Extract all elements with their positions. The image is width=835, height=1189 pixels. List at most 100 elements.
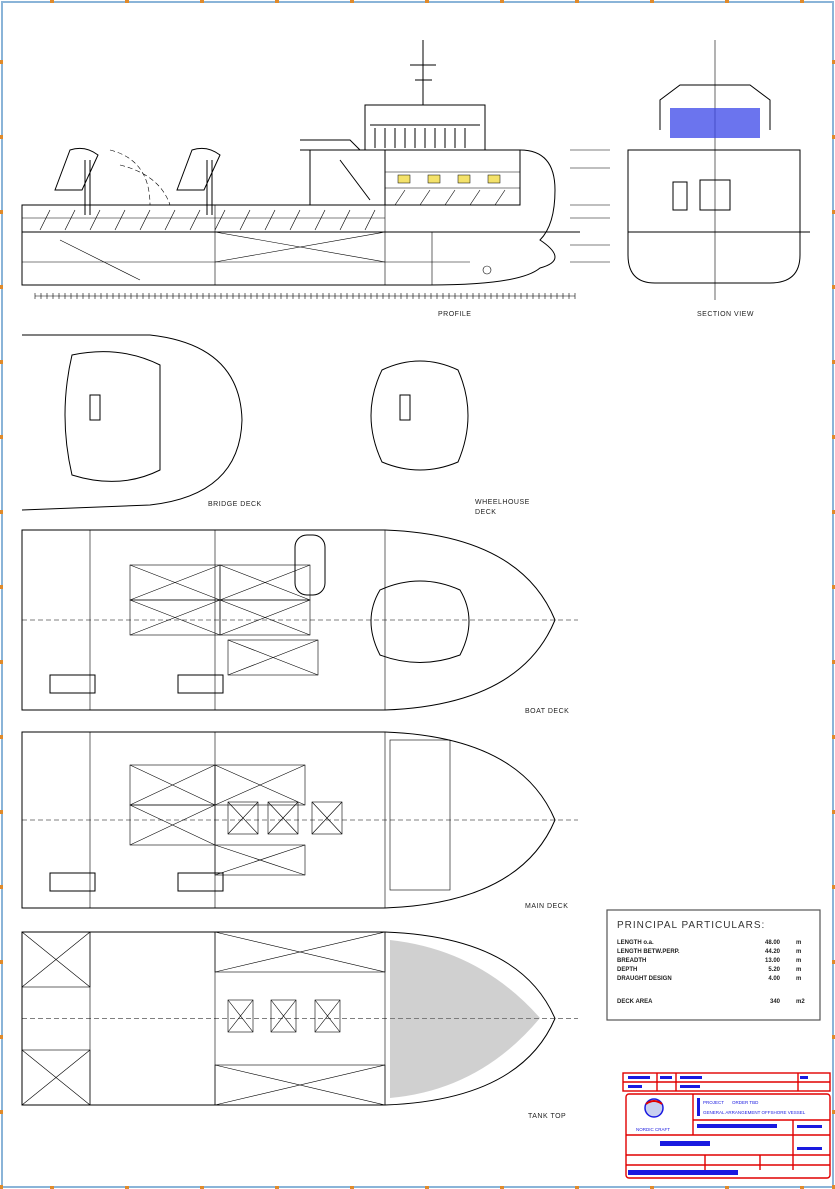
- hatch-cover: [227, 999, 254, 1033]
- company-logo: NORDIC CRAFT: [636, 1098, 670, 1132]
- hatch-cross: [214, 931, 386, 973]
- frame-hatch: [444, 189, 456, 206]
- frame-tick: [0, 585, 3, 589]
- particular-value: 13.00: [765, 958, 781, 964]
- section-view-label: SECTION VIEW: [697, 311, 754, 318]
- particular-value: 48.00: [765, 940, 781, 946]
- accommodation: [389, 739, 451, 891]
- frame-tick: [575, 0, 579, 3]
- hatch-cross: [129, 564, 221, 601]
- frame-hatch: [39, 209, 51, 231]
- project-value: ORDER TBD: [732, 1100, 759, 1105]
- frame-tick: [832, 435, 835, 439]
- frame-hatch: [239, 209, 251, 231]
- frame-tick: [0, 1185, 3, 1189]
- frame-tick: [0, 885, 3, 889]
- frame-tick: [0, 510, 3, 514]
- hatch-cross: [227, 999, 254, 1033]
- hatch-cover: [311, 801, 343, 835]
- main-deck-plan: [21, 731, 578, 909]
- frame-tick: [200, 1186, 204, 1189]
- frame-tick: [0, 1035, 3, 1039]
- frame-tick: [350, 1186, 354, 1189]
- boat-deck-plan: [21, 529, 578, 711]
- particular-unit: m: [796, 940, 801, 946]
- frame-tick: [725, 0, 729, 3]
- frame-tick: [425, 0, 429, 3]
- hatch-cover: [214, 1064, 386, 1106]
- hatch-cross: [21, 931, 91, 988]
- particular-unit: m: [796, 976, 801, 982]
- particular-label: LENGTH BETW.PERP.: [617, 949, 680, 955]
- particular-value: 5.20: [768, 967, 780, 973]
- frame-tick: [832, 660, 835, 664]
- frame-tick: [0, 135, 3, 139]
- main-deck-label: MAIN DECK: [525, 903, 568, 910]
- particular-label: DECK AREA: [617, 999, 653, 1005]
- hatch-cross: [129, 764, 216, 806]
- frame-tick: [832, 1035, 835, 1039]
- frame-tick: [725, 1186, 729, 1189]
- particular-label: DEPTH: [617, 967, 637, 973]
- hatch-cross: [270, 999, 297, 1033]
- frame-tick: [832, 360, 835, 364]
- rescue-boat: [177, 674, 224, 694]
- hatch-cover: [314, 999, 341, 1033]
- tank-top-label: TANK TOP: [528, 1113, 566, 1120]
- boat-deck-label: BOAT DECK: [525, 708, 569, 715]
- frame-tick: [650, 1186, 654, 1189]
- wheelhouse-windows: [670, 108, 760, 138]
- hatch-cross: [227, 801, 259, 835]
- frame-tick: [0, 435, 3, 439]
- frame-tick: [0, 810, 3, 814]
- frame-hatch: [289, 209, 301, 231]
- frame-tick: [800, 0, 804, 3]
- engine-room-machinery: [390, 940, 540, 1098]
- hatch-cover: [214, 931, 386, 973]
- frame-tick: [500, 1186, 504, 1189]
- frame-hatch: [214, 209, 226, 231]
- frame-tick: [0, 1110, 3, 1114]
- frame-hatch: [469, 189, 481, 206]
- frame-tick: [0, 660, 3, 664]
- profile-label: PROFILE: [438, 311, 471, 318]
- hatch-cover: [129, 804, 216, 846]
- hatch-cover: [214, 764, 306, 806]
- frame-hatch: [314, 209, 326, 231]
- frame-hatch: [264, 209, 276, 231]
- frame-tick: [275, 0, 279, 3]
- hatch-cover: [21, 1049, 91, 1106]
- frame-tick: [0, 735, 3, 739]
- frame-tick: [0, 960, 3, 964]
- hatch-cross: [219, 599, 311, 636]
- frame-tick: [275, 1186, 279, 1189]
- title-block: NORDIC CRAFT PROJECT ORDER TBD GENERAL A…: [622, 1072, 831, 1179]
- wheelhouse-deck-label-2: DECK: [475, 509, 496, 516]
- particulars-title: PRINCIPAL PARTICULARS:: [617, 920, 765, 931]
- frame-tick: [125, 1186, 129, 1189]
- frame-tick: [832, 210, 835, 214]
- frame-tick: [0, 210, 3, 214]
- particular-unit: m: [796, 949, 801, 955]
- wheelhouse-deck-label-1: WHEELHOUSE: [475, 499, 530, 506]
- frame-hatch: [89, 209, 101, 231]
- hatch-cover: [219, 599, 311, 636]
- hatch-cross: [214, 764, 306, 806]
- hatch-cover: [267, 801, 299, 835]
- wheelhouse-outline: [370, 580, 470, 663]
- hatch-cross: [214, 844, 306, 876]
- frame-tick: [832, 885, 835, 889]
- particular-label: DRAUGHT DESIGN: [617, 976, 672, 982]
- frame-tick: [50, 1186, 54, 1189]
- frame-tick: [832, 1185, 835, 1189]
- frame-hatch: [114, 209, 126, 231]
- frame-tick: [200, 0, 204, 3]
- hatch-cross: [129, 804, 216, 846]
- frame-hatch: [189, 209, 201, 231]
- hatch-cross: [314, 999, 341, 1033]
- frame-hatch: [494, 189, 506, 206]
- drawing-description: GENERAL ARRANGEMENT OFFSHORE VESSEL: [703, 1110, 806, 1115]
- rescue-boat: [49, 872, 96, 892]
